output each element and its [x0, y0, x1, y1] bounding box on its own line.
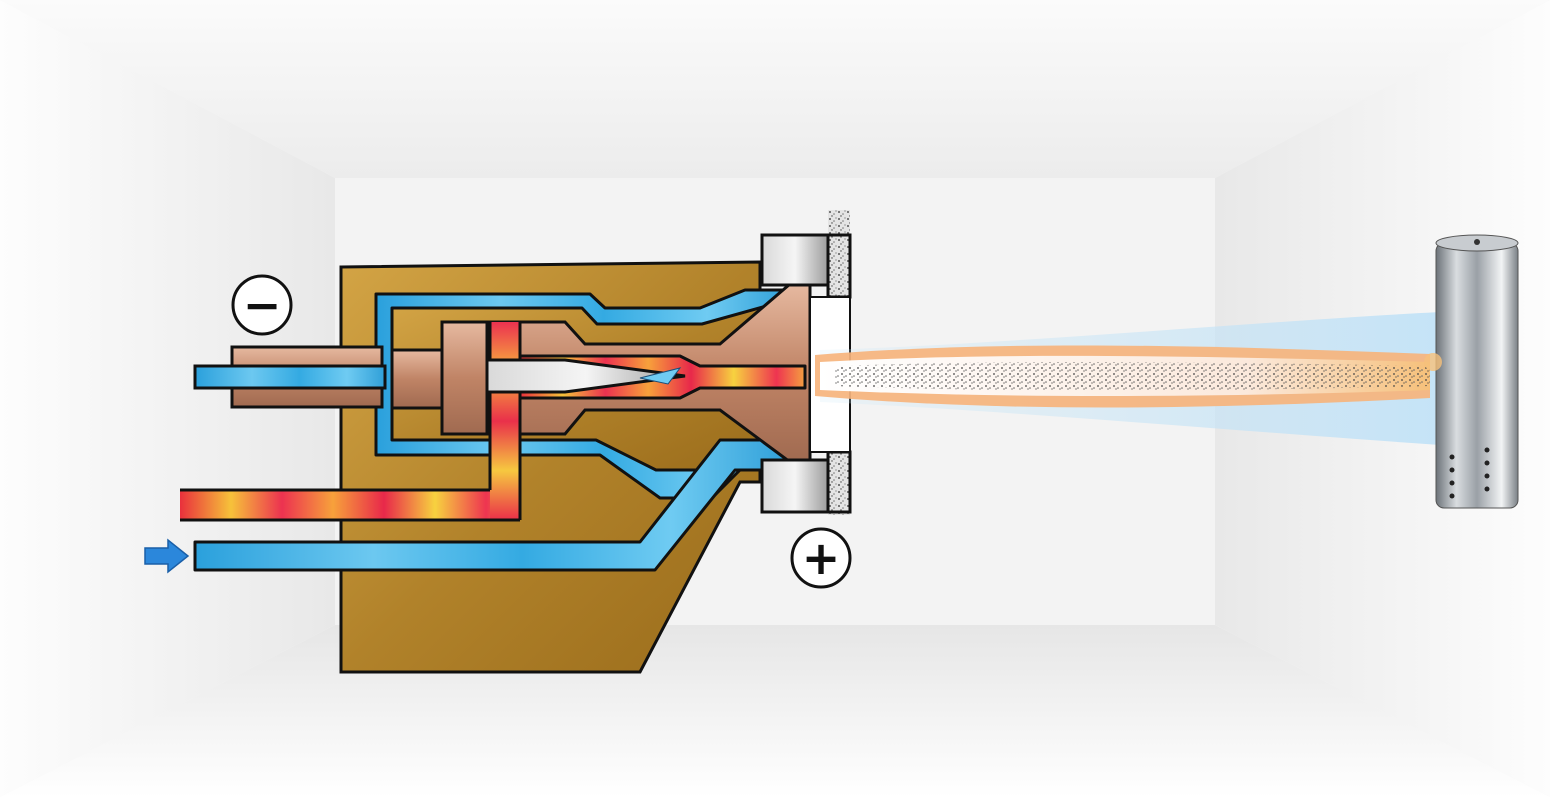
- tungsten-cathode: [485, 358, 686, 394]
- minus-circle-icon: −: [231, 274, 293, 336]
- plus-circle-icon: +: [790, 527, 852, 589]
- arrow-right-icon: [144, 538, 190, 574]
- anode-polarity-label: +: [802, 531, 841, 585]
- cathode-polarity-label: −: [243, 278, 282, 332]
- plasma-jet: [815, 312, 1440, 445]
- anode-nozzle: [760, 210, 852, 515]
- substrate-cylinder: [1424, 234, 1519, 509]
